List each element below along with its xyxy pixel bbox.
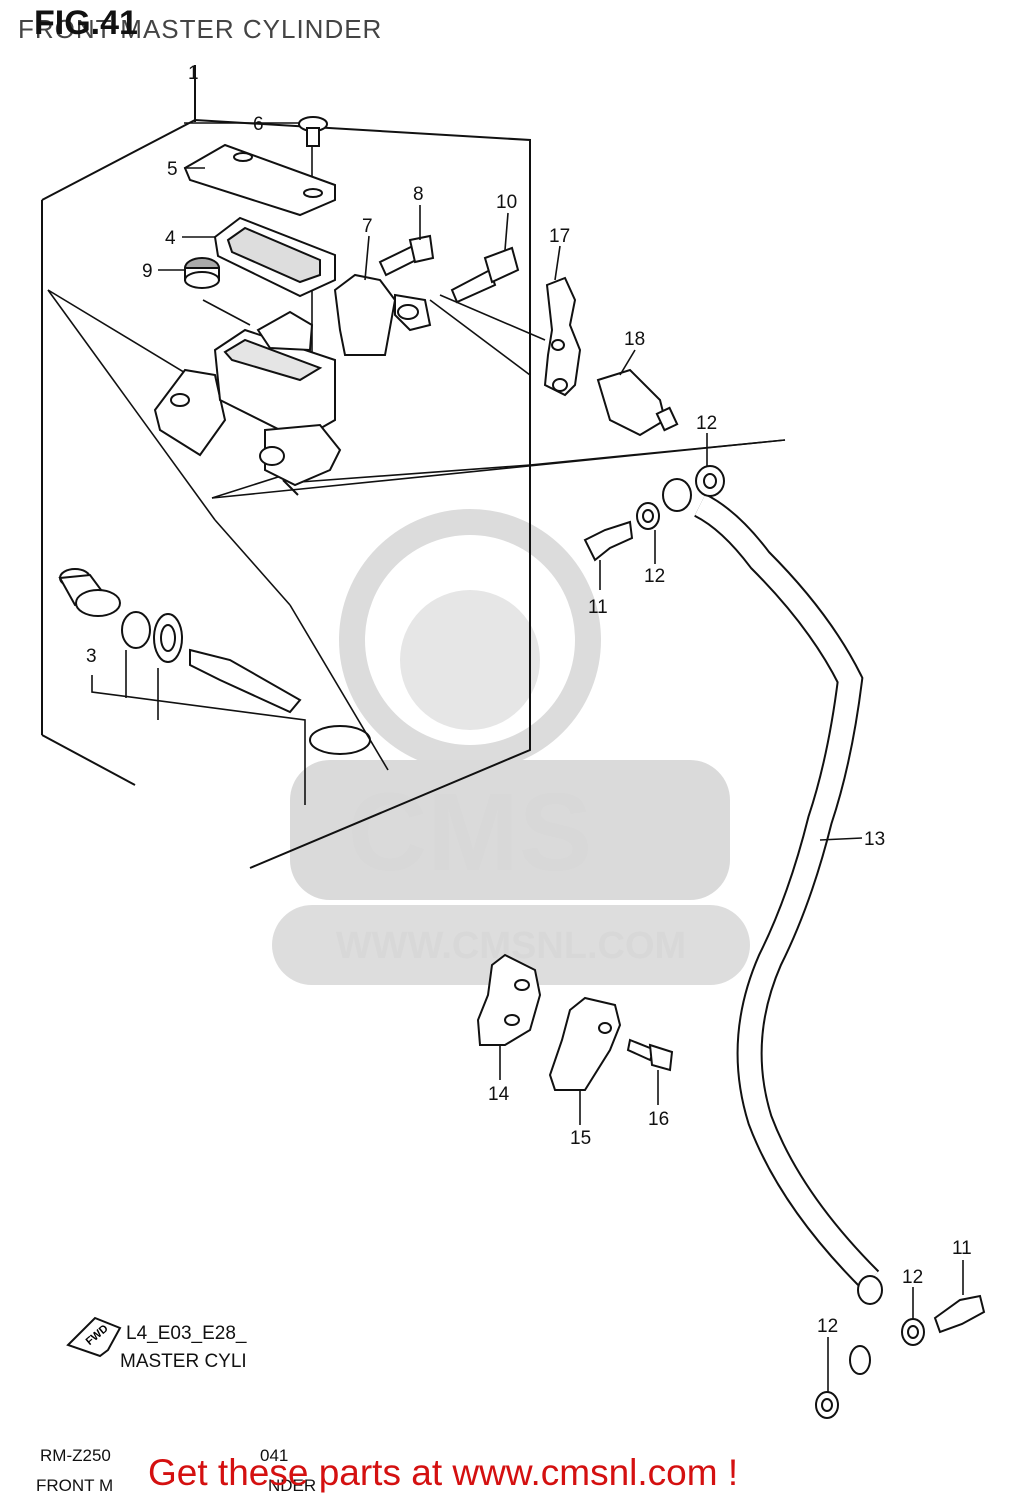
fwd-badge: FWD L4_E03_E28_ MASTER CYLI xyxy=(66,1316,247,1372)
callout-1: 1 xyxy=(188,63,199,84)
part-3-piston-kit xyxy=(58,568,371,755)
callout-12b: 12 xyxy=(644,566,665,587)
part-5-cap xyxy=(183,143,336,217)
part-6-screw xyxy=(298,116,328,147)
callout-14: 14 xyxy=(488,1084,510,1105)
guide-lines xyxy=(47,145,786,805)
footer-desc-left: FRONT M xyxy=(36,1476,114,1495)
part-7-clamp xyxy=(333,273,432,356)
part-13-hose xyxy=(662,478,883,1375)
callout-11a: 11 xyxy=(588,597,608,618)
part-9-grommet xyxy=(184,257,220,289)
watermark-brand: CMS xyxy=(348,771,592,894)
callout-12c: 12 xyxy=(902,1267,923,1288)
fwd-caption: MASTER CYLI xyxy=(120,1351,247,1372)
callout-12a: 12 xyxy=(696,413,717,434)
callout-5: 5 xyxy=(167,159,178,180)
assembly-box xyxy=(41,65,531,869)
promo-link[interactable]: Get these parts at www.cmsnl.com ! xyxy=(148,1452,739,1493)
callout-11b: 11 xyxy=(952,1238,972,1259)
callout-7: 7 xyxy=(362,216,373,237)
callout-12d: 12 xyxy=(817,1316,838,1337)
figure-label: FIG.41 xyxy=(34,4,138,42)
part-4-diaphragm xyxy=(213,216,336,298)
callout-15: 15 xyxy=(570,1128,591,1149)
callout-4: 4 xyxy=(165,228,176,249)
page-title: FRONT MASTER CYLINDER xyxy=(18,14,383,44)
callout-labels: 1 3 4 5 6 7 8 9 10 11 11 12 12 12 12 13 … xyxy=(86,63,972,1337)
part-8-bolt xyxy=(378,234,435,277)
callout-13: 13 xyxy=(864,829,885,850)
leader-lines xyxy=(158,122,964,1393)
callout-6: 6 xyxy=(253,114,264,135)
callout-3: 3 xyxy=(86,646,97,667)
callout-8: 8 xyxy=(413,184,424,205)
callout-10: 10 xyxy=(496,192,517,213)
parts-14-15-16-clamps xyxy=(476,953,674,1091)
fwd-code: L4_E03_E28_ xyxy=(126,1323,247,1344)
callout-17: 17 xyxy=(549,226,570,247)
part-17-lever xyxy=(543,276,582,397)
callout-16: 16 xyxy=(648,1109,669,1130)
master-cylinder-body xyxy=(153,310,342,496)
footer-desc-right: NDER xyxy=(268,1476,317,1495)
footer-model: RM-Z250 xyxy=(40,1446,111,1465)
part-10-bolt xyxy=(450,246,520,304)
part-18-switch xyxy=(596,368,679,437)
callout-18: 18 xyxy=(624,329,645,350)
washers-and-banjo-bolts xyxy=(583,465,986,1419)
footer-number: 041 xyxy=(260,1446,289,1465)
callout-9: 9 xyxy=(142,261,153,282)
